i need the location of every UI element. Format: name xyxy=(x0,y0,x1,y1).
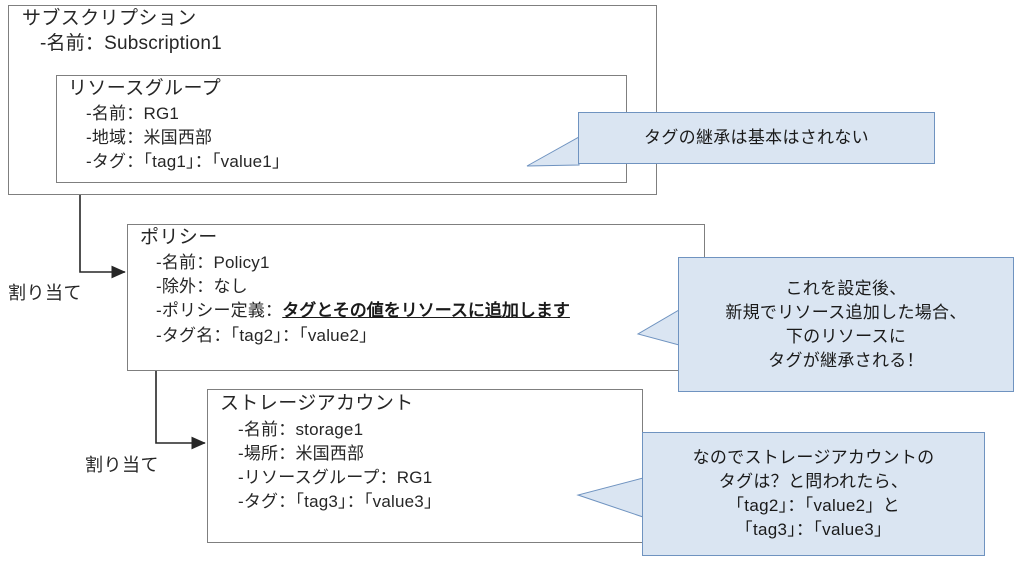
policy-tag-line: -タグ名：「tag2」：「value2」 xyxy=(156,326,377,345)
callout-storage-account-tags: なのでストレージアカウントの タグは？と問われたら、 「tag2」：「value… xyxy=(642,432,985,556)
subscription-title: サブスクリプション xyxy=(22,8,197,29)
callout-policy-effect: これを設定後、 新規でリソース追加した場合、 下のリソースに タグが継承される！ xyxy=(678,257,1014,392)
callout-line: タグが継承される！ xyxy=(768,350,924,370)
policy-definition-value: タグとその値をリソースに追加します xyxy=(282,301,570,320)
callout-line: 下のリソースに xyxy=(785,326,907,346)
subscription-name-line: -名前：Subscription1 xyxy=(40,33,222,54)
callout-line: タグの継承は基本はされない xyxy=(644,128,869,147)
callout-line: 「tag2」：「value2」と xyxy=(727,496,900,515)
resource-group-region-line: -地域：米国西部 xyxy=(86,128,213,147)
resource-group-tag-line: -タグ：「tag1」：「value1」 xyxy=(86,152,290,171)
subscription-box xyxy=(8,5,657,195)
storage-account-title: ストレージアカウント xyxy=(220,393,414,414)
policy-title: ポリシー xyxy=(140,227,218,248)
callout-line: タグは？と問われたら、 xyxy=(718,472,909,491)
callout-line: 新規でリソース追加した場合、 xyxy=(725,302,967,322)
callout-line: 「tag3」：「value3」 xyxy=(735,520,892,539)
callout-line: なのでストレージアカウントの xyxy=(692,448,935,467)
callout-line: これを設定後、 xyxy=(785,278,907,298)
assign-label-policy-storage: 割り当て xyxy=(85,455,159,475)
policy-exclusion-line: -除外：なし xyxy=(156,277,248,296)
assign-label-subscription-policy: 割り当て xyxy=(8,283,82,303)
policy-definition-label: -ポリシー定義： xyxy=(156,301,283,320)
connector-subscription-to-policy xyxy=(79,195,126,279)
callout-tag-inheritance: タグの継承は基本はされない xyxy=(578,112,935,164)
storage-account-name-line: -名前：storage1 xyxy=(238,420,364,439)
policy-name-line: -名前：Policy1 xyxy=(156,253,270,272)
policy-definition-line: -ポリシー定義：タグとその値をリソースに追加します xyxy=(156,301,570,321)
resource-group-name-line: -名前：RG1 xyxy=(86,104,180,123)
storage-account-resource-group-line: -リソースグループ：RG1 xyxy=(238,468,433,487)
storage-account-tag-line: -タグ：「tag3」：「value3」 xyxy=(238,492,442,511)
resource-group-title: リソースグループ xyxy=(68,78,222,99)
storage-account-location-line: -場所：米国西部 xyxy=(238,444,365,463)
connector-policy-to-storage xyxy=(155,371,206,450)
